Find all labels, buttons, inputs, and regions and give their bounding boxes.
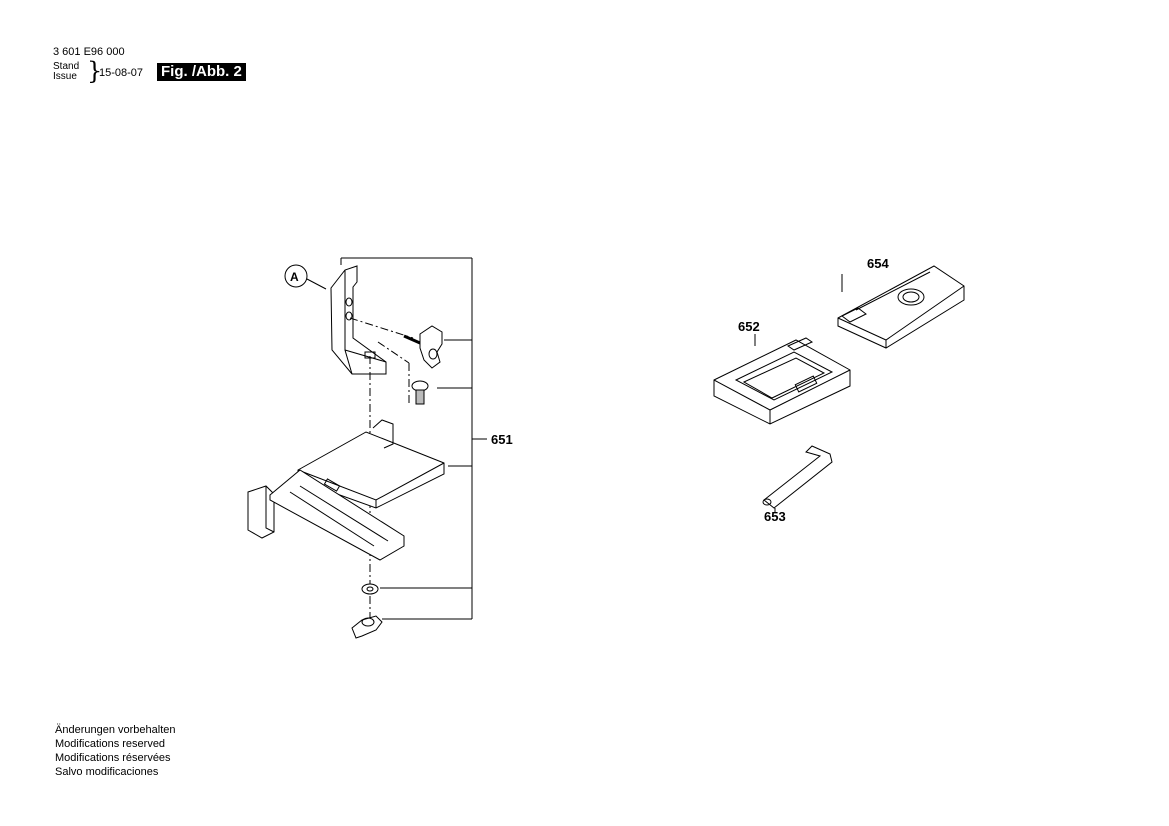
cover-plate-part xyxy=(837,265,965,349)
note-line: Modifications réservées xyxy=(55,752,171,764)
callout-654: 654 xyxy=(867,256,889,271)
holder-frame-part xyxy=(713,334,851,425)
callout-651: 651 xyxy=(491,432,513,447)
wing-nut-part xyxy=(351,615,383,639)
part-number: 3 601 E96 000 xyxy=(53,46,125,58)
group-651-bracket xyxy=(340,257,487,620)
note-line: Änderungen vorbehalten xyxy=(55,724,176,736)
hex-key-part xyxy=(762,274,843,512)
detail-marker-label: A xyxy=(290,270,299,284)
note-line: Salvo modificaciones xyxy=(55,766,159,778)
stand-label: Stand xyxy=(53,61,80,72)
callout-652: 652 xyxy=(738,319,760,334)
modification-notes: Änderungen vorbehalten Modifications res… xyxy=(55,723,175,779)
flat-head-screw-part xyxy=(411,380,429,405)
thumb-screw-part xyxy=(403,325,443,369)
base-plate-part xyxy=(247,419,445,561)
detail-marker-a xyxy=(284,264,327,290)
callout-653: 653 xyxy=(764,509,786,524)
stand-issue-label: Stand Issue xyxy=(53,62,79,82)
note-line: Modifications reserved xyxy=(55,738,166,750)
issue-label: Issue xyxy=(53,71,77,82)
angle-bracket-part xyxy=(330,265,387,375)
washer-part xyxy=(361,583,379,595)
figure-label: Fig. /Abb. 2 xyxy=(157,63,246,81)
brace-glyph: } xyxy=(87,57,103,85)
issue-date: 15-08-07 xyxy=(99,67,144,79)
